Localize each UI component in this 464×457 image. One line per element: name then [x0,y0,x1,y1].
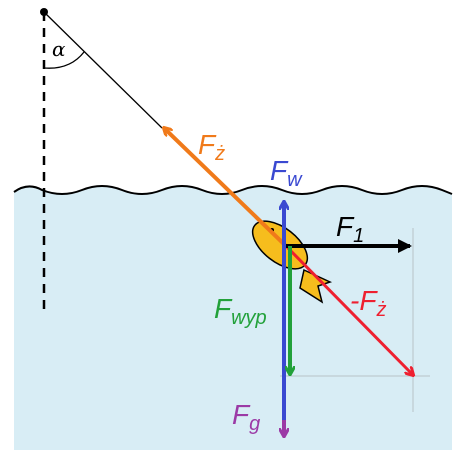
water-region [14,186,452,450]
reaction-force-arrow [284,244,413,375]
push-force-label-base: F [336,211,355,242]
tension-force-label: Fż [198,129,225,165]
fish-tail [299,268,333,304]
resultant-up-force-label: Fwyp [214,293,267,329]
gravity-force-label-sub: g [249,413,260,435]
buoyancy-force-label-sub: w [287,169,303,191]
resultant-up-force-label-base: F [214,293,233,324]
reaction-force-label-base: -F [350,285,378,316]
buoyancy-force-label: Fw [270,155,303,191]
tension-force-label-base: F [198,129,217,160]
reaction-force-label-sub: ż [375,299,386,321]
reaction-force-label: -Fż [350,285,386,321]
gravity-force-label-base: F [232,399,251,430]
tension-force-arrow [164,128,288,248]
angle-label: α [52,37,66,61]
water-surface-line [13,185,453,195]
tension-force-label-sub: ż [214,143,225,165]
push-force-label-sub: 1 [353,225,364,247]
resultant-up-force-label-sub: wyp [231,307,267,329]
buoyancy-force-label-base: F [270,155,289,186]
string-line [43,11,163,129]
gravity-force-label: Fg [232,399,260,435]
push-force-label: F1 [336,211,364,247]
angle-arc [43,51,85,69]
